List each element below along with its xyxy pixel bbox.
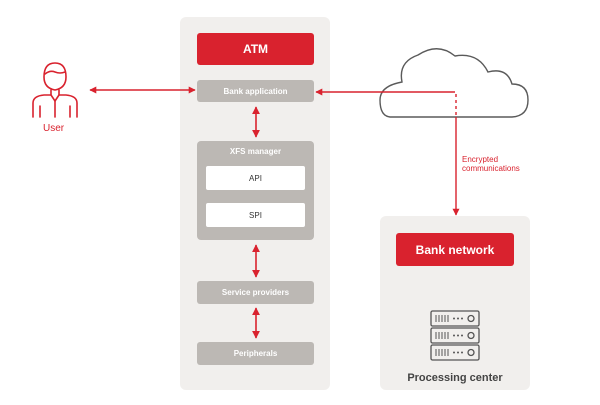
user-label: User — [43, 123, 65, 134]
service-providers-box: Service providers — [197, 281, 314, 304]
bank-application-box: Bank application — [197, 80, 314, 102]
spi-box: SPI — [206, 203, 305, 227]
cloud-internal-dashed-path — [452, 91, 457, 116]
user-icon — [32, 62, 78, 118]
processing-center-label: Processing center — [407, 372, 503, 384]
encrypted-communications-label: Encrypted communications — [462, 155, 520, 173]
encrypted-label-line-1: Encrypted — [462, 155, 499, 164]
peripherals-box: Peripherals — [197, 342, 314, 365]
encrypted-label-line-2: communications — [462, 164, 520, 174]
cloud-icon — [379, 48, 529, 118]
api-box: API — [206, 166, 305, 190]
server-icon — [430, 310, 480, 361]
bank-network-box: Bank network — [396, 233, 514, 266]
xfs-manager-title: XFS manager — [229, 147, 282, 156]
atm-title-box: ATM — [197, 33, 314, 65]
